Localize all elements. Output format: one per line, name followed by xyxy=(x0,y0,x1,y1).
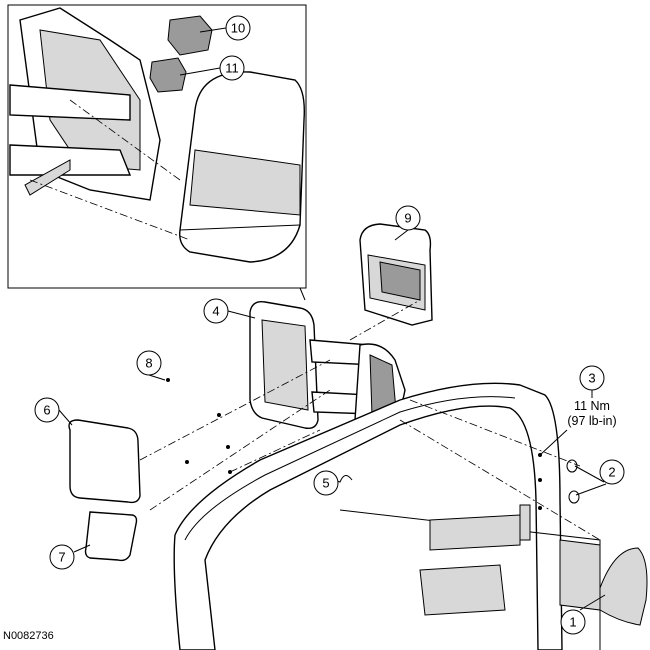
callout-label: 4 xyxy=(212,304,219,319)
callout-label: 11 xyxy=(225,61,239,76)
leader-lines xyxy=(58,27,607,611)
callout-9: 9 xyxy=(395,205,421,231)
callout-label: 7 xyxy=(58,550,65,565)
callout-2: 2 xyxy=(599,459,625,485)
callout-label: 6 xyxy=(43,403,50,418)
callout-7: 7 xyxy=(49,544,75,570)
callout-8: 8 xyxy=(136,350,162,376)
mirror-head-4 xyxy=(249,301,406,430)
callout-10: 10 xyxy=(225,15,251,41)
mirror-housing-9 xyxy=(359,223,433,326)
callout-11: 11 xyxy=(219,55,245,81)
torque-lbin: (97 lb-in) xyxy=(567,414,616,428)
callout-label: 3 xyxy=(588,371,595,386)
figure-id: N0082736 xyxy=(3,630,54,642)
door-frame xyxy=(173,382,601,650)
callout-label: 2 xyxy=(608,465,615,480)
fasteners xyxy=(166,378,580,510)
callout-label: 8 xyxy=(145,356,152,371)
callout-label: 10 xyxy=(231,21,245,36)
callout-5: 5 xyxy=(313,470,339,496)
callout-4: 4 xyxy=(203,298,229,324)
assembly-lines xyxy=(139,299,601,541)
mirror-glass-6 xyxy=(68,419,141,504)
callout-1: 1 xyxy=(560,609,586,635)
callout-6: 6 xyxy=(34,397,60,423)
torque-nm: 11 Nm xyxy=(574,399,610,413)
heated-glass-7 xyxy=(84,511,138,562)
callout-label: 9 xyxy=(404,211,411,226)
callout-3: 3 xyxy=(579,365,605,391)
sail-cover-1 xyxy=(599,547,648,626)
callout-label: 1 xyxy=(569,615,576,630)
inset-detail-view xyxy=(7,4,307,289)
callout-label: 5 xyxy=(322,476,329,491)
